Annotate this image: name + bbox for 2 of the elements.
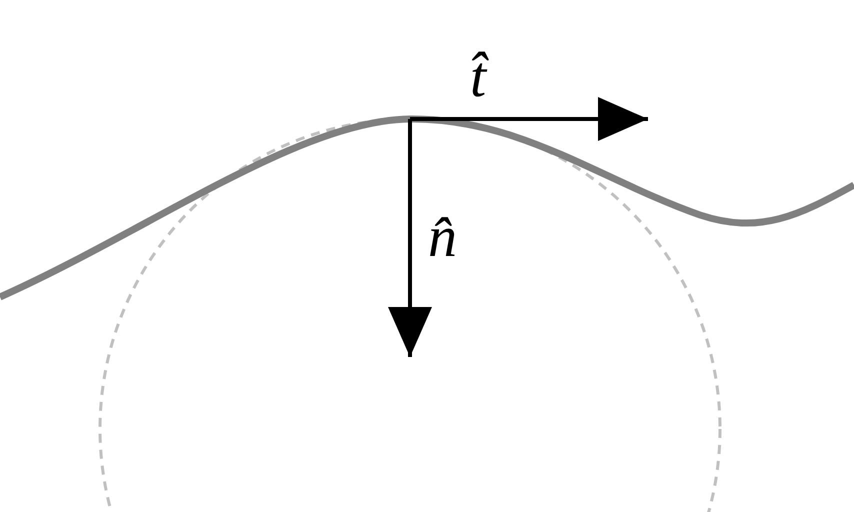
vector-label: t̂ — [470, 48, 486, 106]
vector-label: n̂ — [428, 208, 457, 266]
